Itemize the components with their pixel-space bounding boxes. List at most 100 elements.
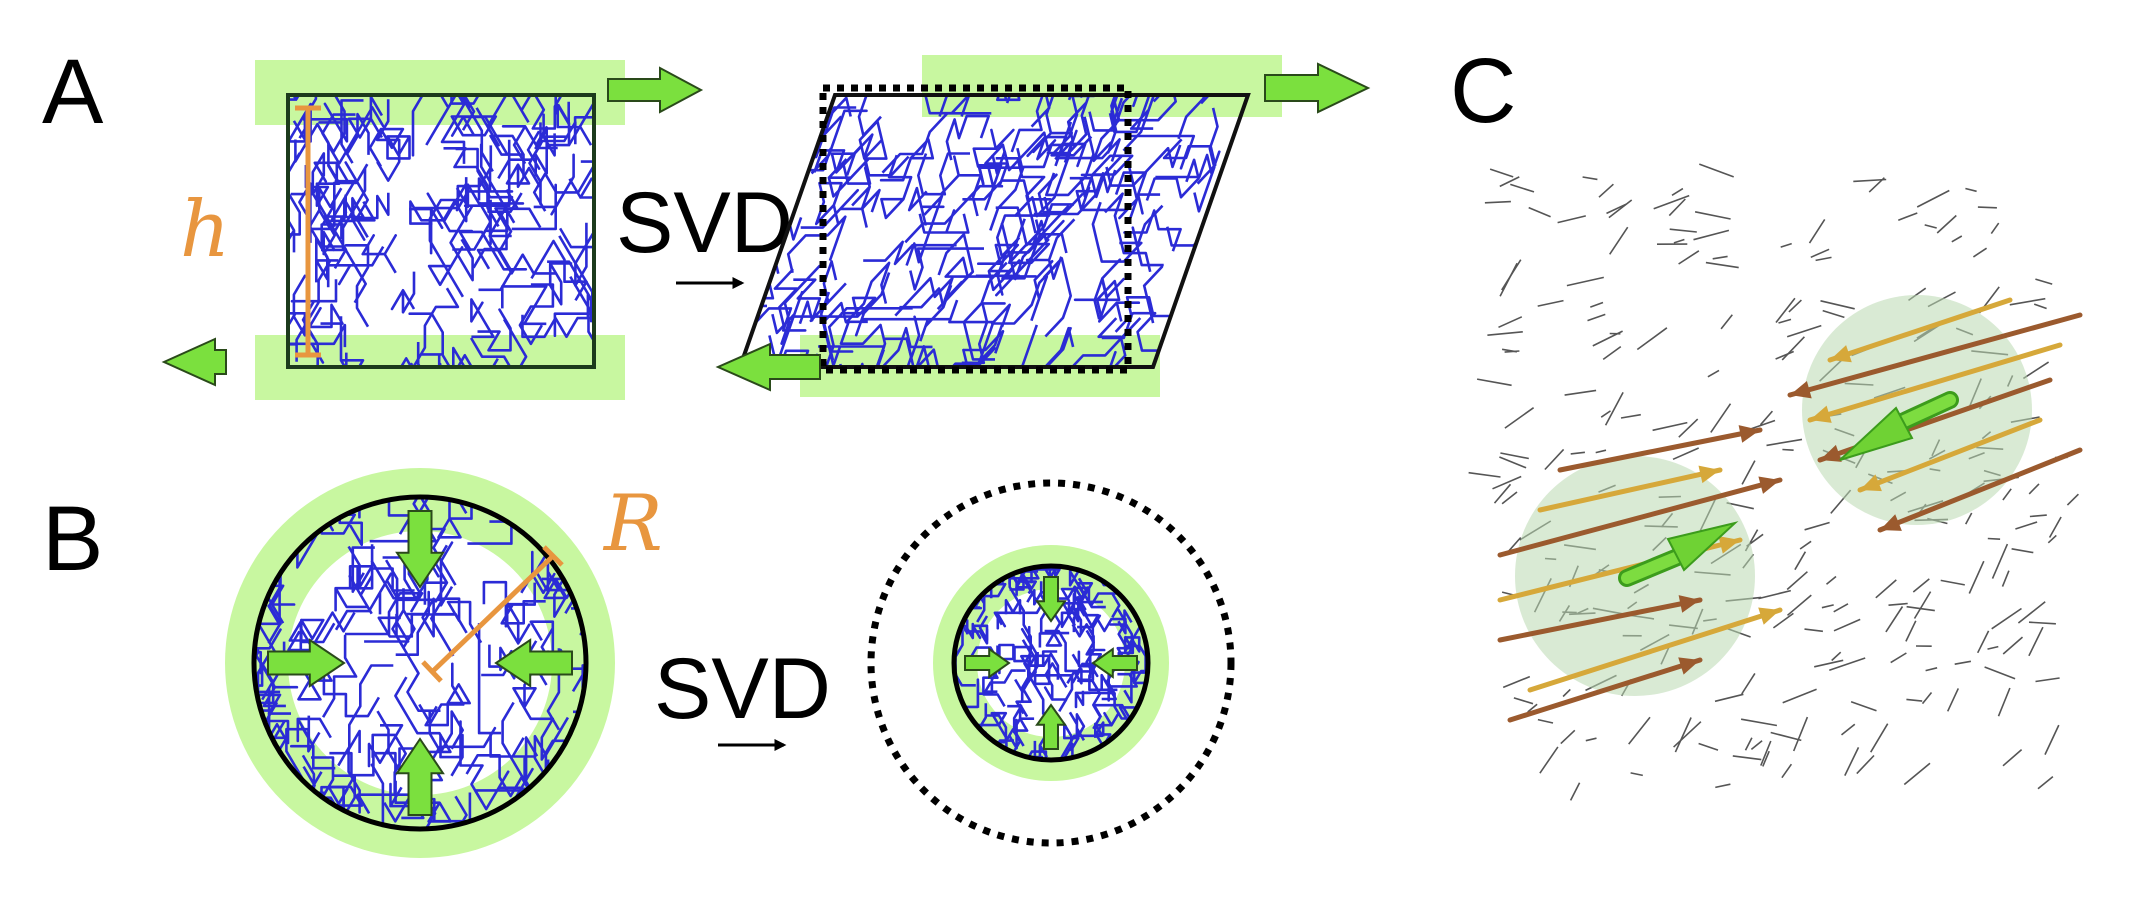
fiber-segment [569,770,586,811]
field-vector [1602,345,1622,361]
field-vector [2028,626,2044,657]
fiber-segment [971,615,989,642]
field-vector [1991,607,2022,630]
fiber-segment [1131,204,1164,267]
fiber-segment [368,127,405,168]
fiber-segment [1071,623,1095,675]
compression-arrow-icon [1035,576,1067,623]
fiber-segment [975,252,1020,296]
field-vector [1484,200,1511,204]
displacement-arrow [1557,427,1763,473]
field-vector [1539,746,1559,774]
fiber-segment [858,119,888,160]
fiber-segment [972,128,1015,168]
field-vector [1946,688,1960,712]
fiber-segment [459,720,484,804]
fiber-segment [954,610,975,640]
displacement-arrow-head-icon [1738,425,1760,443]
field-vector [1987,537,2001,540]
fiber-segment [1068,711,1086,741]
fiber-segment [1020,674,1058,715]
fiber-segment [909,247,984,291]
field-vector [1782,448,1794,451]
field-vector [1513,697,1534,705]
fiber-segment [809,260,847,323]
field-vector [1770,731,1802,742]
field-vector [1598,183,1614,198]
fiber-segment [501,285,548,326]
fiber-segment [313,161,350,185]
fiber-segment [329,751,397,777]
fiber-segment [326,245,385,288]
panel-c-letter: C [1450,40,1516,142]
fiber-segment [1108,95,1161,134]
fiber-segment [880,154,913,220]
fiber-segment [940,155,982,217]
field-vector [1921,691,1933,705]
fiber-segment [230,424,252,502]
fiber-segment [288,274,307,337]
field-vector [1991,543,2009,579]
field-vector [1501,348,1518,353]
fiber-segment [976,667,1001,708]
fiber-segment [1074,662,1118,692]
fiber-segment [793,278,822,325]
fiber-segment [289,323,347,364]
fiber-segment [553,293,594,337]
fiber-segment [348,544,374,590]
fiber-segment [367,724,404,768]
fiber-segment [1044,326,1091,367]
compression-arrows [267,510,573,816]
field-vector [1782,688,1817,704]
field-vector [1964,512,1973,525]
field-vector [1804,521,1830,531]
field-vector [1673,238,1685,244]
displacement-arrow-head-icon [1830,345,1852,363]
field-vector [1825,575,1837,585]
height-bar [295,105,321,358]
sample-outline [251,494,589,832]
fiber-segment [1057,742,1074,760]
field-vector [1844,747,1860,776]
field-vector [1668,198,1686,217]
field-vector [1652,421,1688,432]
field-vector [2015,521,2038,530]
fiber-segment [786,215,847,274]
field-vector [2002,748,2023,767]
field-vector [1502,675,1531,689]
compression-arrow-icon [1035,703,1067,750]
field-vector [1968,560,1985,594]
panel-a-unsheared-sample: h [161,60,704,400]
fiber-segment [987,232,1047,292]
panel-b-svd-label: SVD [654,641,831,737]
field-vector [1905,620,1917,642]
field-vector [1940,579,1965,586]
original-boundary-outline [867,479,1235,847]
field-vector [1856,754,1875,775]
field-vector [1808,218,1826,244]
field-vector [1693,229,1730,241]
displacement-arrow-head-icon [1758,476,1780,494]
fiber-segment [918,209,970,234]
fiber-segment [548,262,573,306]
fiber-segment [800,188,868,229]
displacement-arrow-head-icon [1678,657,1700,675]
fiber-segment [347,545,415,592]
fiber-segment [254,611,262,675]
fiber-segment [1011,703,1035,732]
fiber-segment [990,263,1058,328]
field-vector [2048,516,2062,538]
fiber-segment [470,298,495,339]
displacement-arrow [1857,417,2043,493]
field-vector [1885,606,1904,633]
fiber-segment [300,618,336,644]
fiber-segment [409,207,444,255]
fiber-segment [425,95,472,146]
field-vector [1822,309,1845,319]
field-vector [1710,403,1732,433]
field-vector [2035,677,2060,683]
fiber-segment [408,312,444,356]
field-vector [1528,206,1551,218]
compression-arrow-icon [395,510,445,589]
field-vector [1868,177,1885,193]
